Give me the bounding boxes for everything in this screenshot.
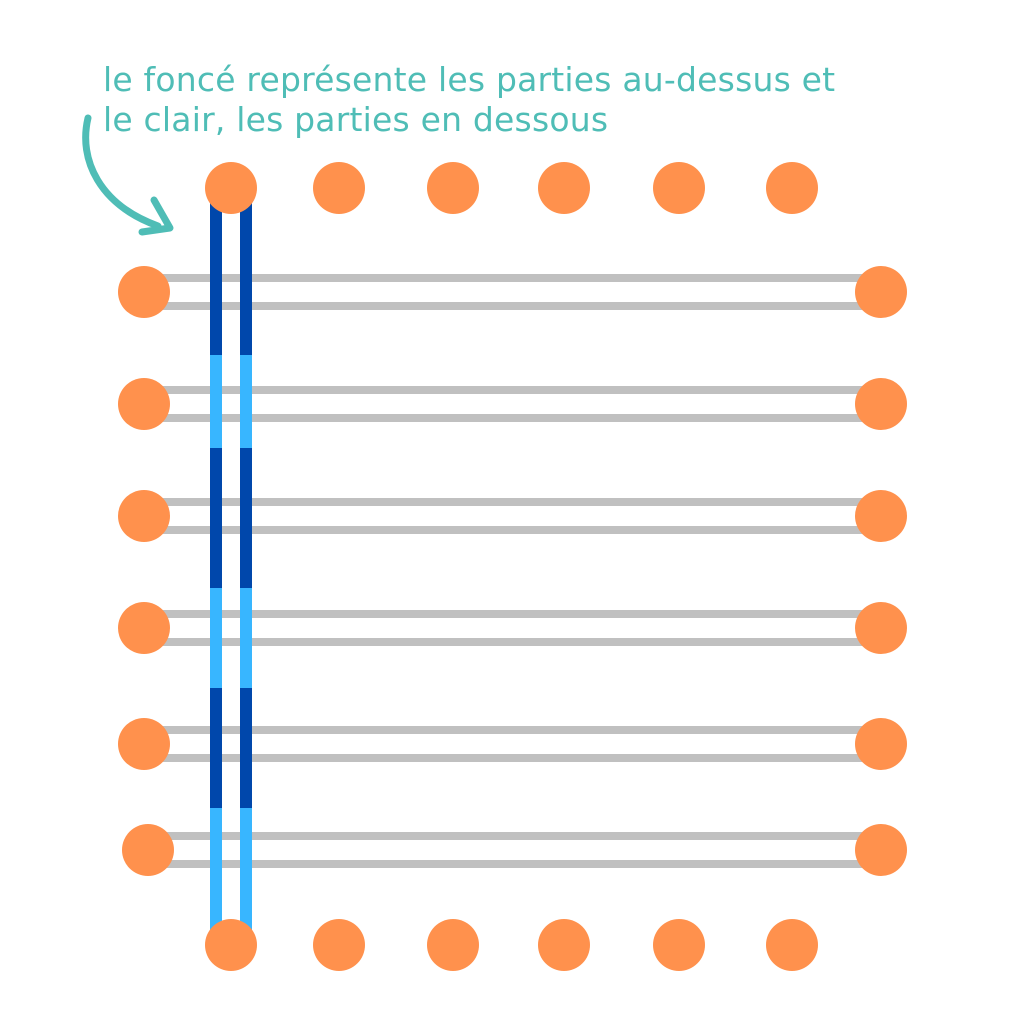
top-peg-2 <box>313 162 365 214</box>
right-peg-5 <box>855 718 907 770</box>
right-peg-6 <box>855 824 907 876</box>
top-peg-3 <box>427 162 479 214</box>
top-peg-6 <box>766 162 818 214</box>
left-peg-1 <box>118 266 170 318</box>
left-peg-6 <box>122 824 174 876</box>
bottom-peg-1 <box>205 919 257 971</box>
right-peg-3 <box>855 490 907 542</box>
left-peg-4 <box>118 602 170 654</box>
bottom-peg-4 <box>538 919 590 971</box>
right-peg-4 <box>855 602 907 654</box>
annotation-arrow-icon <box>82 114 162 230</box>
right-peg-1 <box>855 266 907 318</box>
bottom-peg-5 <box>653 919 705 971</box>
top-peg-4 <box>538 162 590 214</box>
bottom-peg-2 <box>313 919 365 971</box>
caption-line-1: le foncé représente les parties au-dessu… <box>103 60 836 99</box>
caption-line-2: le clair, les parties en dessous <box>103 100 609 139</box>
annotation-arrowhead-icon <box>138 196 174 236</box>
annotation-caption: le foncé représente les parties au-dessu… <box>103 60 835 140</box>
right-peg-2 <box>855 378 907 430</box>
bottom-peg-3 <box>427 919 479 971</box>
top-peg-1 <box>205 162 257 214</box>
left-peg-2 <box>118 378 170 430</box>
left-peg-5 <box>118 718 170 770</box>
top-peg-5 <box>653 162 705 214</box>
left-peg-3 <box>118 490 170 542</box>
bottom-peg-6 <box>766 919 818 971</box>
